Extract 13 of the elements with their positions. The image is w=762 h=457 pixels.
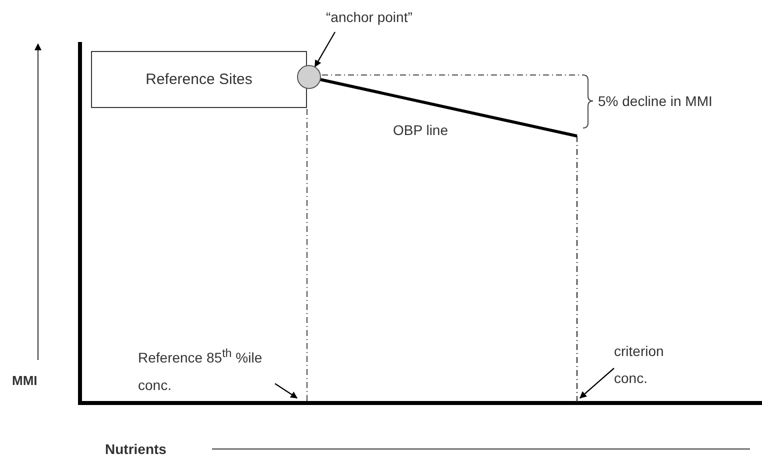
leader-arrow: [314, 32, 336, 68]
annotation-text: Reference 85$^{th}$ %ile conc.: [138, 346, 264, 395]
decline-annotation: 5% decline in MMI: [598, 92, 712, 111]
axis-title: Nutrients: [105, 440, 166, 457]
box-label: Reference Sites: [146, 71, 252, 88]
line-label: OBP line: [393, 121, 448, 140]
leader-arrow: [579, 368, 614, 398]
annotation-text: criterion conc.: [614, 342, 665, 388]
axis-title: MMI: [12, 372, 38, 390]
leader-arrow: [274, 383, 298, 398]
annotation-text: “anchor point”: [326, 8, 414, 27]
anchor-point-circle: [297, 65, 321, 89]
reference-box: [91, 51, 307, 108]
